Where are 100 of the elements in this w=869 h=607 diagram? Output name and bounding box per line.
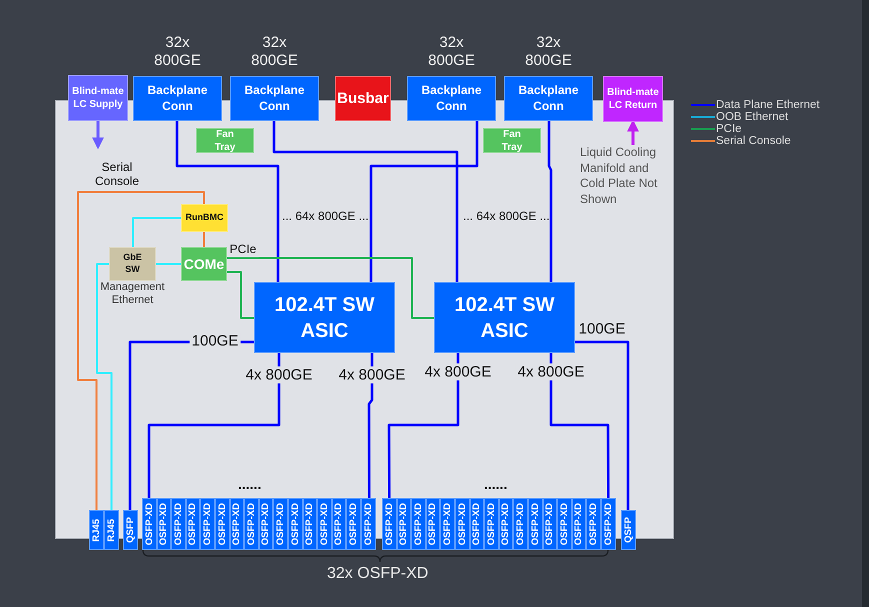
box-label: OSFP-XD (174, 502, 184, 546)
busbar-box (335, 76, 391, 121)
arrow (627, 120, 639, 145)
port-box (156, 498, 172, 550)
backplane-connector-box (407, 76, 496, 121)
box-label: QSFP (624, 517, 634, 543)
connection-line (272, 121, 458, 282)
port-box (288, 498, 303, 550)
coolant-connector-box (603, 76, 663, 122)
box-label: OSFP-XD (348, 502, 358, 546)
port-box (104, 510, 119, 550)
legend-text: Data Plane Ethernet (716, 99, 820, 111)
port-box (411, 498, 426, 550)
ellipsis-label: ...... (238, 476, 262, 492)
arrow (92, 121, 104, 150)
legend-text: OOB Ethernet (716, 111, 788, 123)
port-box (200, 498, 215, 550)
ellipsis-label: ...... (484, 476, 508, 492)
box-label: OSFP-XD (458, 502, 468, 546)
port-box (601, 498, 616, 550)
fan-tray-box (196, 128, 254, 153)
box-label: OSFP-XD (442, 502, 452, 546)
port-box (382, 498, 397, 550)
connection-line (548, 121, 552, 282)
box-label: OSFP-XD (604, 502, 614, 546)
legend-text: PCIe (716, 123, 742, 135)
port-box (230, 498, 244, 550)
box-label: OSFP-XD (545, 502, 555, 546)
port-box (484, 498, 499, 550)
box-label: OSFP-XD (560, 502, 570, 546)
box-label: OSFP-XD (290, 502, 300, 546)
box-label: OSFP-XD (202, 502, 212, 546)
box-label: OSFP-XD (530, 502, 540, 546)
box-label: OSFP-XD (516, 502, 526, 546)
port-box (455, 498, 470, 550)
connection-line (156, 263, 181, 265)
box-label: Busbar (337, 88, 389, 108)
box-label: OSFP-XD (320, 502, 330, 546)
connection-line (368, 353, 374, 498)
port-box (317, 498, 332, 550)
edge-label: 4x 800GE (336, 366, 408, 384)
box-label: Blind-mate LC Supply (71, 85, 125, 111)
box-label: OSFP-XD (428, 502, 438, 546)
port-box (258, 498, 274, 550)
connection-line (227, 271, 254, 319)
port-box (302, 498, 318, 550)
coolant-connector-box (68, 75, 128, 121)
compute-module-box (181, 247, 227, 281)
box-label: OSFP-XD (144, 502, 154, 546)
box-label: GbE SW (122, 252, 143, 276)
connection-line (550, 353, 610, 498)
box-label: OSFP-XD (364, 502, 374, 546)
connection-line (575, 340, 630, 510)
box-label: Backplane Conn (420, 82, 483, 114)
bandwidth-label: ... 64x 800GE ... (463, 209, 550, 223)
caption-label: Management Ethernet (99, 281, 166, 306)
connection-line (77, 191, 205, 510)
box-label: OSFP-XD (232, 502, 242, 546)
backplane-connector-box (504, 76, 593, 121)
fan-tray-box (483, 128, 541, 153)
box-label: OSFP-XD (261, 502, 271, 546)
port-box (498, 498, 514, 550)
link-count-label: 32x 800GE (250, 34, 299, 70)
connection-line (203, 232, 205, 247)
port-box (361, 498, 376, 550)
box-label: OSFP-XD (399, 502, 409, 546)
box-label: OSFP-XD (218, 502, 228, 546)
box-label: Blind-mate LC Return (606, 86, 660, 112)
box-label: RJ45 (106, 518, 116, 542)
edge-label: 4x 800GE (516, 363, 586, 381)
bandwidth-label: ... 64x 800GE ... (282, 209, 369, 223)
port-box (542, 498, 558, 550)
connection-line (132, 217, 181, 247)
port-box (273, 498, 288, 550)
box-label: Backplane Conn (517, 82, 580, 114)
bmc-module-box (181, 204, 228, 232)
port-box (171, 498, 186, 550)
box-label: OSFP-XD (246, 502, 256, 546)
connection-line (148, 353, 280, 498)
port-box (513, 498, 528, 550)
legend-text: Serial Console (716, 135, 791, 147)
box-label: OSFP-XD (588, 502, 598, 546)
edge-label: 4x 800GE (422, 363, 494, 381)
box-label: RJ45 (92, 518, 102, 542)
switch-chip-box (109, 247, 156, 281)
box-label: 102.4T SW ASIC (273, 292, 376, 344)
port-box (89, 510, 104, 550)
port-box (557, 498, 572, 550)
box-label: Fan Tray (500, 128, 524, 154)
port-box (396, 498, 412, 550)
box-label: OSFP-XD (472, 502, 482, 546)
port-box (621, 510, 636, 550)
box-label: COMe (184, 254, 224, 274)
box-label: OSFP-XD (159, 502, 169, 546)
port-box (332, 498, 346, 550)
note-text: Liquid Cooling Manifold and Cold Plate Not Shown (580, 145, 668, 205)
port-box (123, 510, 138, 550)
switch-asic-box (254, 282, 395, 353)
port-box (215, 498, 230, 550)
switch-asic-box (434, 282, 575, 353)
